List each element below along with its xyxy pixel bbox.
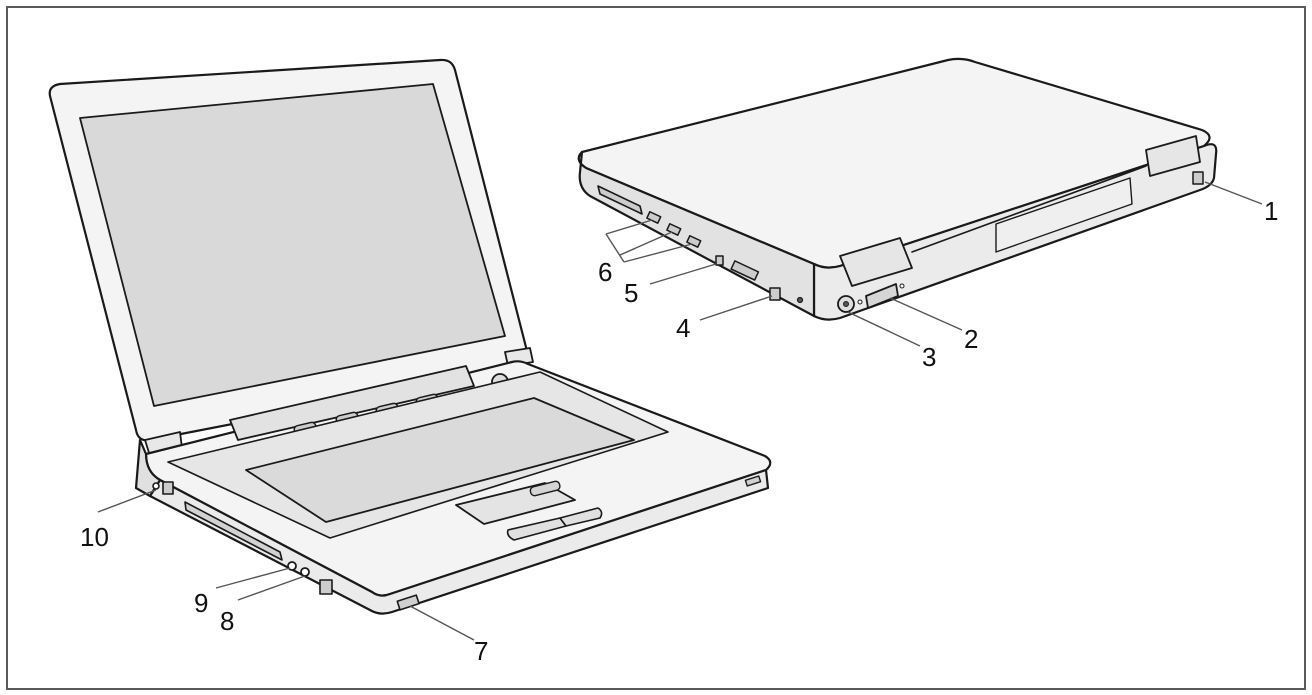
touchpad-left-button (506, 517, 567, 541)
left-side-port (162, 481, 174, 495)
leader-5 (649, 263, 717, 285)
callout-4: 4 (676, 313, 690, 343)
front-port (319, 579, 333, 595)
port-2-screw-l (857, 299, 863, 305)
port-6b (666, 222, 682, 236)
battery-panel (995, 177, 1133, 253)
callout-10: 10 (80, 522, 109, 552)
touchpad-scroll-key (529, 480, 561, 497)
leader-8 (237, 575, 306, 601)
leader-9 (215, 567, 291, 589)
leader-6a (605, 219, 653, 235)
callout-7: 7 (474, 636, 488, 666)
battery-seam (911, 165, 1147, 253)
callout-5: 5 (624, 278, 638, 308)
leader-1 (1204, 181, 1263, 205)
port-2-screw-r (899, 283, 905, 289)
leader-6b (619, 231, 673, 256)
port-5 (715, 255, 724, 266)
leader-6-join (605, 233, 625, 263)
front-latch (396, 594, 420, 611)
base-front-side (148, 468, 770, 615)
leader-2 (889, 297, 963, 331)
callout-6: 6 (598, 257, 612, 287)
card-slot (597, 185, 643, 215)
leader-4 (699, 295, 773, 321)
side-slot (730, 260, 760, 281)
callout-1: 1 (1264, 196, 1278, 226)
leader-3 (847, 311, 921, 347)
leader-10 (97, 489, 157, 513)
leader-lines (97, 181, 1263, 641)
laptop-rear-view (577, 57, 1218, 321)
lock-slot (796, 296, 804, 304)
leader-7 (409, 605, 475, 641)
port-6c (686, 234, 702, 248)
leader-6c (623, 243, 693, 263)
left-side-jack (152, 482, 160, 490)
port-3-pin (843, 301, 849, 307)
callout-labels: 1 2 3 4 5 6 7 8 9 10 (80, 196, 1278, 666)
callout-2: 2 (964, 324, 978, 354)
right-front-detail (744, 475, 762, 487)
laptop-front-view (48, 58, 772, 615)
port-6a (646, 210, 662, 224)
rear-hinge-left (839, 237, 913, 287)
callout-9: 9 (194, 588, 208, 618)
port-2 (865, 283, 899, 309)
display-screen (79, 83, 506, 407)
front-slot (184, 501, 283, 561)
callout-8: 8 (220, 606, 234, 636)
hinge-button-strip (229, 365, 475, 441)
audio-jack-8 (300, 567, 310, 577)
touchpad-right-button (559, 507, 603, 527)
rear-hinge-right (1145, 135, 1201, 177)
callout-3: 3 (922, 342, 936, 372)
port-4 (769, 287, 781, 301)
keyboard (245, 397, 635, 523)
port-1 (1192, 171, 1204, 185)
